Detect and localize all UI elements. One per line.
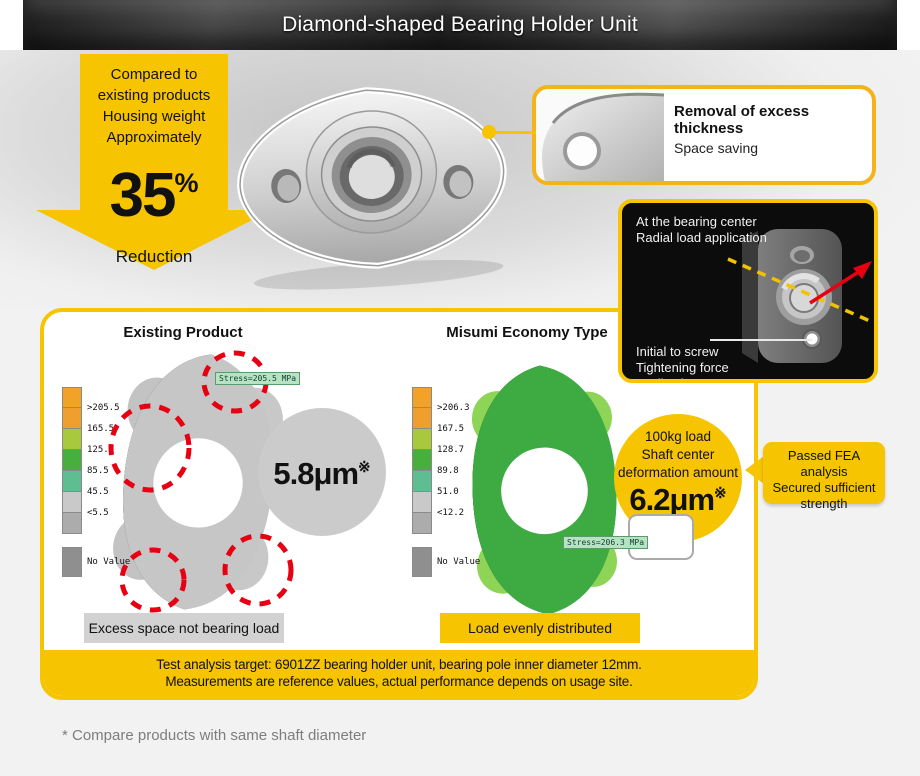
legend-swatch xyxy=(62,492,82,513)
legend-label: 125.5 xyxy=(87,445,115,455)
reference-mark: ※ xyxy=(714,485,727,502)
existing-caption: Excess space not bearing load xyxy=(84,613,284,643)
existing-product-title: Existing Product xyxy=(123,324,243,341)
weight-line: existing products xyxy=(97,87,211,104)
bearing-holder-art xyxy=(237,87,507,290)
page-title: Diamond-shaped Bearing Holder Unit xyxy=(282,13,638,36)
legend-label: 128.7 xyxy=(437,445,465,455)
existing-model-art xyxy=(111,346,286,618)
weight-callout-text: Compared to existing products Housing we… xyxy=(48,64,260,267)
legend-swatch xyxy=(412,492,432,513)
legend-no-value-swatch xyxy=(62,547,82,577)
legend-label: 85.5 xyxy=(87,466,109,476)
legend-swatch xyxy=(412,471,432,492)
stress-label-misumi: Stress=206.3 MPa xyxy=(563,536,649,549)
misumi-caption: Load evenly distributed xyxy=(440,613,640,643)
misumi-economy-title: Misumi Economy Type xyxy=(446,324,608,341)
bubble-arrow-left-icon xyxy=(745,456,764,484)
load-condition-line: deformation amount xyxy=(617,465,739,480)
flange-corner-art xyxy=(536,89,665,181)
footer-line: Measurements are reference values, actua… xyxy=(165,674,633,689)
fea-legend-left: >205.5 165.5 125.5 85.5 45.5 <5.5 No Val… xyxy=(62,387,142,577)
reference-mark: ※ xyxy=(358,459,371,476)
legend-label: 165.5 xyxy=(87,424,115,434)
weight-callout-body xyxy=(80,54,228,212)
legend-swatch xyxy=(412,408,432,429)
callout-anchor-dot xyxy=(482,125,496,139)
callout-connector-line xyxy=(494,131,536,134)
load-diagram-art xyxy=(727,229,872,363)
legend-label: <5.5 xyxy=(87,508,109,518)
legend-label: <12.2 xyxy=(437,508,465,518)
load-application-box: At the bearing center Radial load applic… xyxy=(618,199,878,383)
legend-label: 51.0 xyxy=(437,487,459,497)
legend-no-value-swatch xyxy=(412,547,432,577)
legend-label: >205.5 xyxy=(87,403,120,413)
radial-load-label: At the bearing center Radial load applic… xyxy=(636,214,767,245)
deformation-existing-value: 5.8μm xyxy=(273,456,359,491)
thickness-callout-text: Removal of excess thickness Space saving xyxy=(664,89,872,181)
legend-swatch xyxy=(412,513,432,534)
legend-label: 167.5 xyxy=(437,424,465,434)
deformation-misumi-value: 6.2μm xyxy=(629,482,715,517)
weight-line: Compared to xyxy=(110,66,198,83)
thickness-closeup-art xyxy=(536,89,665,181)
blank-chip xyxy=(628,514,694,560)
legend-swatch xyxy=(62,429,82,450)
weight-line: Housing weight xyxy=(102,108,206,125)
screw-pointer-line xyxy=(710,339,812,341)
load-condition-line: 100kg load xyxy=(644,429,712,444)
load-condition-line: Shaft center xyxy=(641,447,715,462)
fea-model-misumi xyxy=(447,357,641,626)
fea-model-existing xyxy=(89,339,306,628)
footnote: * Compare products with same shaft diame… xyxy=(62,727,367,744)
product-photo xyxy=(214,50,530,310)
footer-line: Test analysis target: 6901ZZ bearing hol… xyxy=(156,657,642,672)
legend-swatch xyxy=(62,471,82,492)
legend-swatch xyxy=(412,450,432,471)
stress-label-existing: Stress=205.5 MPa xyxy=(215,372,301,385)
thickness-callout: Removal of excess thickness Space saving xyxy=(532,85,876,185)
tightening-force-label: Initial to screw Tightening force applic… xyxy=(636,344,729,379)
weight-reduction-value: 35% xyxy=(109,161,199,230)
fea-legend-right: >206.3 167.5 128.7 89.8 51.0 <12.2 No Va… xyxy=(412,387,492,577)
weight-reduction-caption: Reduction xyxy=(115,247,193,266)
thickness-callout-subtitle: Space saving xyxy=(674,140,759,156)
panel-footer: Test analysis target: 6901ZZ bearing hol… xyxy=(44,650,754,696)
title-bar: Diamond-shaped Bearing Holder Unit xyxy=(23,0,897,50)
fea-passed-bubble: Passed FEA analysis Secured sufficient s… xyxy=(763,442,885,511)
legend-swatch xyxy=(412,387,432,408)
thickness-callout-title: Removal of excess thickness xyxy=(674,103,810,137)
legend-label: >206.3 xyxy=(437,403,470,413)
misumi-model-art xyxy=(468,363,621,617)
deformation-existing-circle: 5.8μm※ xyxy=(258,408,386,536)
legend-swatch xyxy=(62,513,82,534)
legend-swatch xyxy=(62,387,82,408)
legend-swatch xyxy=(62,408,82,429)
legend-no-value-label: No Value xyxy=(437,557,481,567)
legend-swatch xyxy=(62,450,82,471)
weight-line: Approximately xyxy=(106,129,202,146)
legend-label: 45.5 xyxy=(87,487,109,497)
legend-swatch xyxy=(412,429,432,450)
legend-no-value-label: No Value xyxy=(87,557,131,567)
legend-label: 89.8 xyxy=(437,466,459,476)
